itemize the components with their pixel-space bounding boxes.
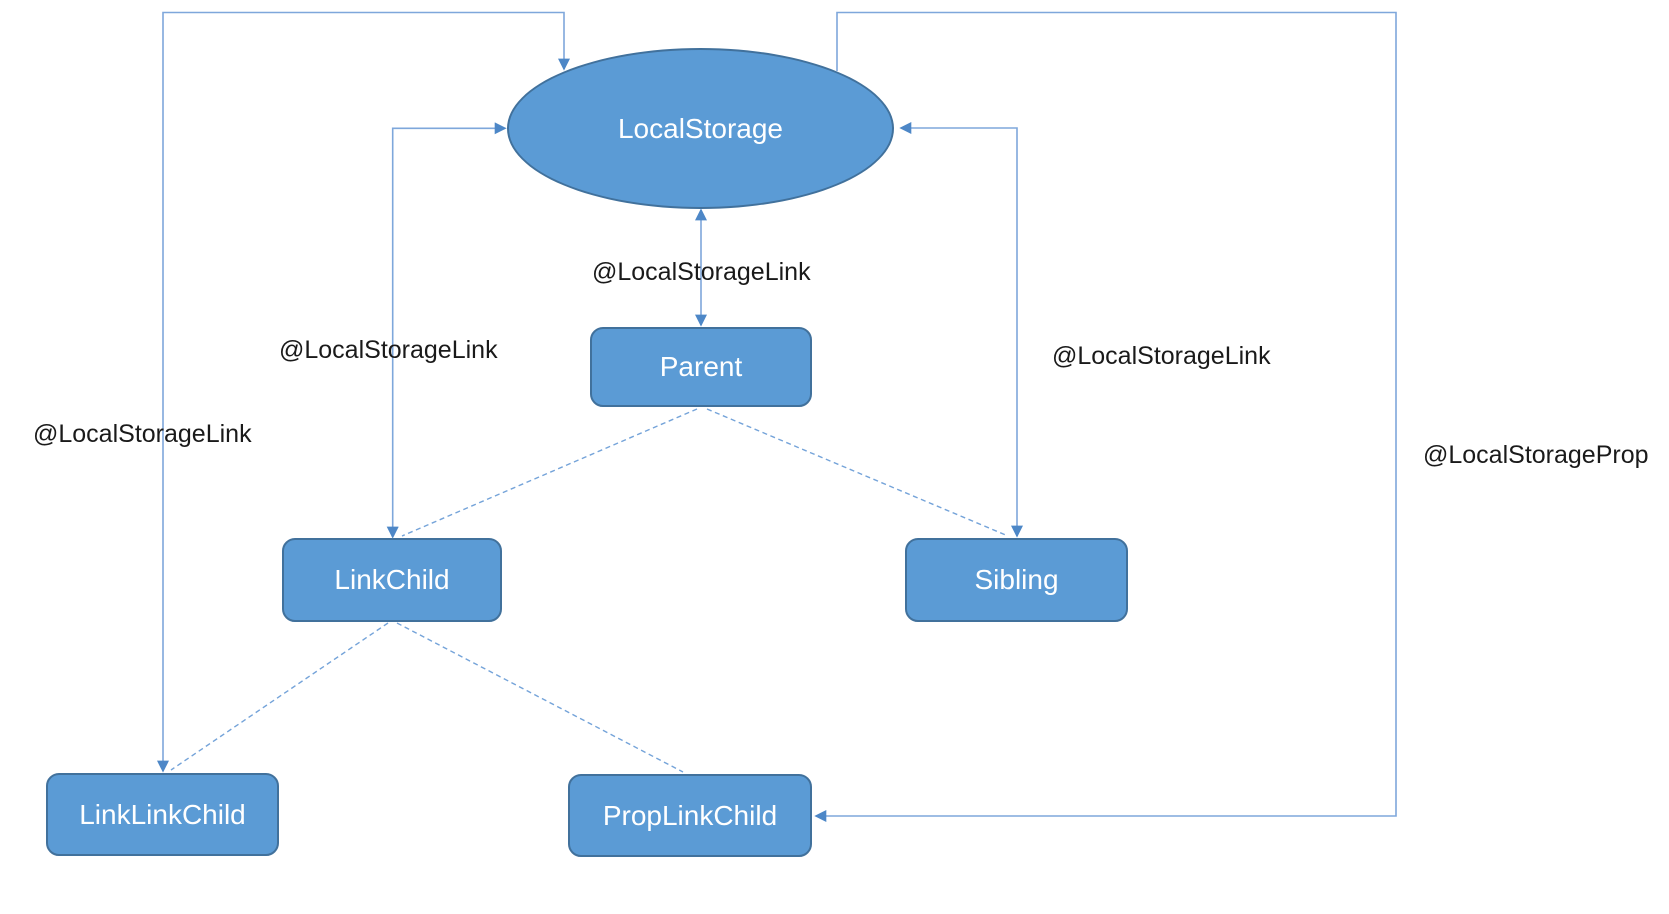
edge-parent-sibling — [706, 408, 1009, 537]
node-linklinkchild: LinkLinkChild — [46, 773, 279, 856]
node-proplinkchild-label: PropLinkChild — [602, 799, 778, 831]
edge-linkchild-proplinkchild — [396, 622, 684, 773]
node-proplinkchild: PropLinkChild — [568, 774, 812, 857]
edge-label-linkchild-link: @LocalStorageLink — [279, 336, 498, 364]
node-linkchild: LinkChild — [282, 538, 502, 622]
node-localstorage: LocalStorage — [507, 48, 894, 209]
node-linklinkchild-label: LinkLinkChild — [79, 798, 246, 830]
edge-linklinkchild-localstorage — [157, 11, 570, 773]
node-parent: Parent — [590, 327, 812, 407]
edge-parent-linkchild — [401, 408, 698, 537]
node-linkchild-label: LinkChild — [334, 564, 450, 595]
node-parent-label: Parent — [659, 351, 743, 382]
edge-localstorage-proplinkchild — [814, 11, 1397, 822]
edge-linkchild-localstorage — [386, 122, 507, 539]
edge-label-linklinkchild-link: @LocalStorageLink — [33, 420, 252, 448]
edge-label-parent-link: @LocalStorageLink — [592, 258, 811, 286]
edge-label-sibling-link: @LocalStorageLink — [1052, 342, 1271, 370]
node-sibling-label: Sibling — [974, 564, 1059, 595]
edge-linkchild-linklinkchild — [170, 622, 389, 771]
edge-sibling-localstorage — [899, 122, 1023, 538]
node-sibling: Sibling — [905, 538, 1128, 622]
edge-label-proplinkchild-prop: @LocalStorageProp — [1423, 441, 1649, 469]
node-localstorage-label: LocalStorage — [617, 112, 783, 144]
